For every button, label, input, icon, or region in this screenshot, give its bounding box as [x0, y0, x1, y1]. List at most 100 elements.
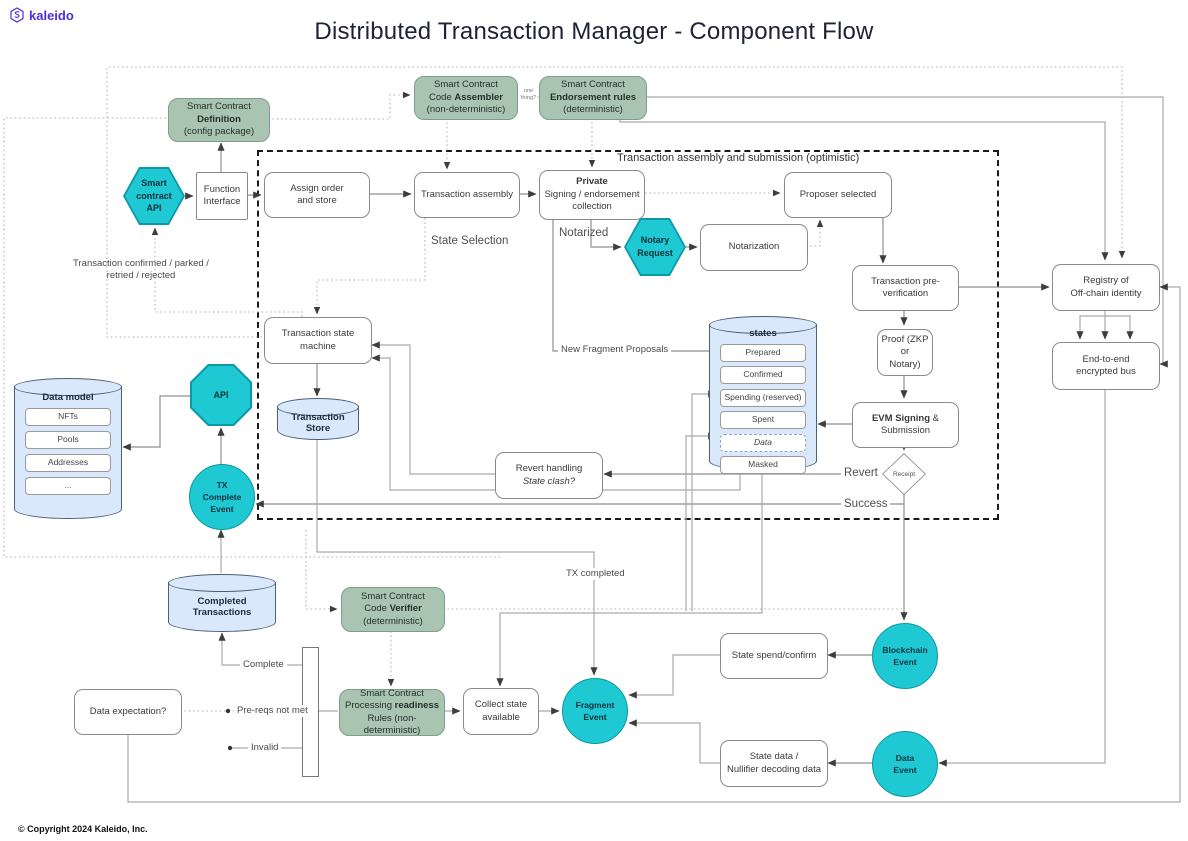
node-transaction-pre-verification: Transaction pre-verification	[852, 265, 959, 311]
data-model-item: NFTs	[25, 408, 111, 426]
node-label-line: Complete	[202, 491, 242, 502]
dotted-notarization-to-proposer	[806, 219, 824, 247]
state-item: Masked	[720, 456, 806, 474]
node-code-verifier: Smart Contract Code Verifier (determinis…	[341, 587, 445, 632]
state-item-data: Data	[720, 433, 806, 452]
conn-private-to-notary	[590, 218, 622, 251]
node-label-line: Processing readiness	[345, 700, 439, 712]
hexagon-inner: Smart contract API	[125, 169, 183, 223]
node-label-line: Revert handling	[515, 463, 583, 475]
node-label-line: Collect state	[474, 699, 528, 711]
node-label-line: Notarization	[728, 241, 780, 253]
kaleido-logo-text: kaleido	[29, 7, 74, 23]
node-label-line: Smart Contract	[561, 79, 625, 91]
node-label-line: and store	[297, 195, 337, 206]
node-label-line: Assign order	[290, 182, 344, 194]
node-api-octagon: API	[190, 364, 252, 426]
dotted-to-verifier	[305, 530, 338, 613]
node-label-line: Code Verifier	[364, 603, 422, 615]
node-label-line: EVM Signing &	[872, 413, 939, 425]
node-label-line: Notary)	[889, 358, 921, 370]
cylinder-content: states Prepared Confirmed Spending (rese…	[710, 324, 816, 474]
prereqs-endpoint-dot	[225, 708, 231, 714]
node-label-line: Data expectation?	[89, 705, 167, 717]
label-part: EVM Signing	[871, 412, 931, 424]
node-label-line: End-to-end	[1082, 353, 1130, 365]
node-label-line: Event	[893, 765, 917, 775]
node-label-line: State clash?	[522, 475, 576, 487]
label-part: Code	[364, 603, 390, 615]
datastore-states: states Prepared Confirmed Spending (rese…	[708, 316, 818, 474]
data-model-item: Addresses	[25, 454, 111, 472]
dotted-assembly-to-statemachine	[313, 218, 426, 315]
data-model-item: Pools	[25, 431, 111, 449]
edge-label-tx-completed: TX completed	[563, 568, 628, 581]
node-label-line: Transaction pre-verification	[871, 275, 940, 299]
label-part: Verifier	[389, 603, 422, 615]
node-state-data-nullifier: State data / Nullifier decoding data	[720, 740, 828, 787]
node-transaction-assembly: Transaction assembly	[414, 172, 520, 218]
edge-label-one-thing: one thing?	[520, 88, 537, 101]
node-label-line: Smart Contract	[361, 590, 425, 602]
label-part: readiness	[394, 700, 439, 712]
node-label-line: Transaction assembly	[420, 188, 514, 200]
page-title: Distributed Transaction Manager - Compon…	[314, 18, 874, 45]
octagon-inner: API	[192, 366, 250, 424]
node-function-interface: Function Interface	[196, 172, 248, 220]
datastore-title: states	[749, 328, 777, 339]
cylinder-cap	[276, 398, 360, 416]
edge-label-line: one	[523, 88, 534, 94]
node-label-line: Code Assembler	[429, 92, 503, 104]
edge-label-line: retried / rejected	[106, 270, 176, 282]
node-label-line: Function	[203, 183, 241, 195]
node-label-line: API	[213, 389, 229, 400]
node-label-line: Signing / endorsement	[544, 188, 640, 200]
node-proof-zkp-notary: Proof (ZKP or Notary)	[877, 329, 933, 376]
conn-api-to-datamodel	[122, 395, 190, 451]
node-label-line: Transaction state machine	[281, 328, 355, 352]
node-label-line: TX	[216, 479, 228, 490]
conn-statedata-to-fragment	[628, 719, 720, 764]
label-part: &	[930, 412, 940, 424]
conn-registry-to-bus-left	[1076, 315, 1105, 340]
node-label-line: Interface	[203, 196, 241, 207]
edge-label-line: Transaction confirmed / parked /	[73, 258, 209, 269]
hexagon-inner: Notary Request	[626, 220, 684, 274]
datastore-title: Transactions	[192, 606, 252, 618]
datastore-transaction-store: Transaction Store	[276, 398, 360, 440]
node-smart-contract-definition: Smart Contract Definition (config packag…	[168, 98, 270, 142]
cylinder-cap	[708, 316, 818, 334]
copyright: © Copyright 2024 Kaleido, Inc.	[18, 824, 148, 834]
node-collect-state-available: Collect state available	[463, 688, 539, 735]
node-label-line: State spend/confirm	[731, 649, 817, 661]
dotted-definition-outer-frame	[3, 117, 503, 558]
node-tx-complete-event: TX Complete Event	[189, 464, 255, 530]
node-label-line: Proposer selected	[799, 188, 877, 200]
conn-endorsement-to-registry	[619, 118, 1109, 261]
datastore-title: Data model	[42, 392, 94, 403]
edge-label-new-fragment-proposals: New Fragment Proposals	[558, 344, 672, 357]
node-label-line: Endorsement rules	[549, 91, 637, 103]
node-label-line: Smart Contract	[360, 687, 424, 699]
node-label-line: Rules (non-deterministic)	[363, 712, 421, 736]
node-label-line: (deterministic)	[563, 104, 623, 116]
node-label-line: Event	[893, 657, 917, 667]
cylinder-content: Data model NFTs Pools Addresses ...	[15, 386, 121, 524]
cylinder-content: Completed Transactions	[169, 582, 275, 631]
conn-states-to-statemachine	[371, 354, 741, 491]
node-transaction-state-machine: Transaction state machine	[264, 317, 372, 364]
node-label-line: Blockchain	[882, 644, 928, 655]
datastore-title: Transaction	[291, 411, 345, 423]
assembly-region-label: Transaction assembly and submission (opt…	[617, 152, 860, 164]
node-label-line: Event	[210, 504, 234, 515]
label-part: Processing	[344, 700, 395, 712]
node-state-spend-confirm: State spend/confirm	[720, 633, 828, 679]
node-label-line: Definition	[197, 113, 241, 125]
node-label-line: (non-deterministic)	[426, 104, 506, 116]
node-blockchain-event: Blockchain Event	[872, 623, 938, 689]
node-label-line: Private	[576, 176, 608, 188]
edge-label-invalid: Invalid	[248, 742, 282, 755]
kaleido-logo[interactable]: kaleido	[9, 7, 74, 23]
edge-label-revert: Revert	[841, 466, 881, 481]
node-label-line: Fragment	[575, 699, 615, 710]
